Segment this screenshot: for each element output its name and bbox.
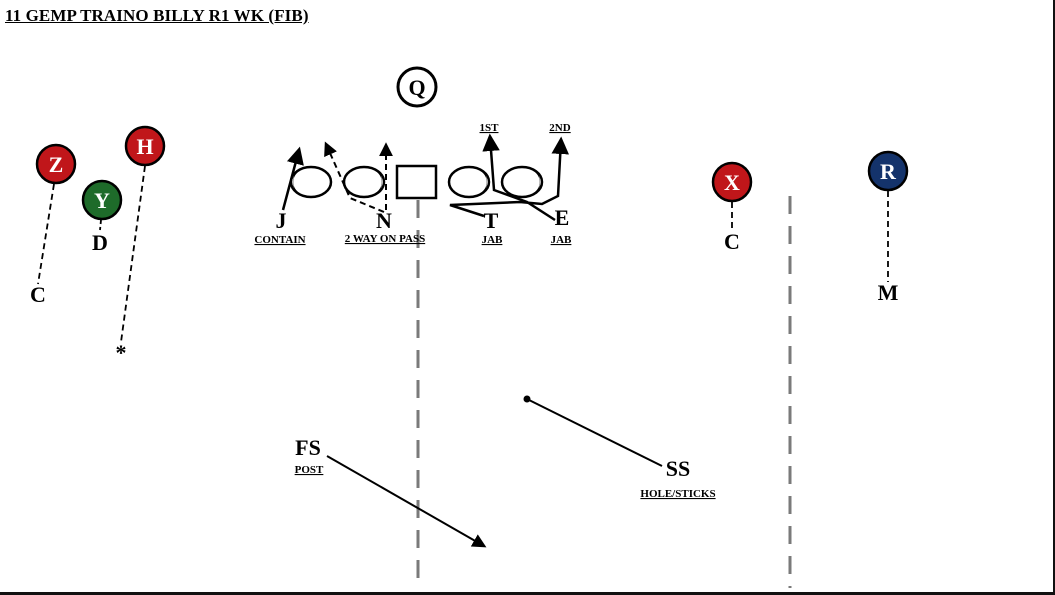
right-tackle bbox=[500, 165, 544, 199]
left-tackle bbox=[289, 165, 333, 199]
t-route bbox=[449, 136, 569, 218]
n-route-left bbox=[324, 141, 385, 213]
e-second-label: 2ND bbox=[549, 122, 570, 134]
receiver-x-label: X bbox=[724, 170, 740, 195]
fs-assignment: POST bbox=[295, 464, 324, 476]
x-defender-label: C bbox=[724, 229, 740, 254]
j-route bbox=[281, 146, 304, 211]
fs-label: FS bbox=[295, 435, 321, 460]
z-coverage-line bbox=[37, 183, 55, 285]
receiver-y: Y bbox=[81, 179, 123, 221]
receiver-y-label: Y bbox=[94, 188, 110, 213]
z-defender-label: C bbox=[30, 282, 46, 307]
offensive-line bbox=[289, 165, 544, 199]
e-label: E bbox=[555, 205, 570, 230]
e-first-label: 1ST bbox=[480, 122, 500, 134]
fs-route bbox=[326, 455, 487, 548]
j-assignment: CONTAIN bbox=[254, 234, 305, 246]
y-defender-label: D bbox=[92, 230, 108, 255]
j-label: J bbox=[276, 208, 287, 233]
ss-label: SS bbox=[666, 456, 690, 481]
e-route bbox=[482, 133, 556, 222]
t-assignment: JAB bbox=[482, 234, 503, 246]
center-box bbox=[395, 164, 438, 200]
receiver-x: X bbox=[711, 161, 753, 203]
ss-route bbox=[526, 398, 663, 467]
h-defender-label: * bbox=[116, 340, 127, 365]
quarterback-label: Q bbox=[408, 75, 425, 100]
receiver-z-label: Z bbox=[49, 152, 64, 177]
r-defender-label: M bbox=[878, 280, 899, 305]
n-assignment: 2 WAY ON PASS bbox=[345, 233, 425, 245]
ss-landmark-dot bbox=[523, 395, 531, 403]
n-label: N bbox=[376, 208, 392, 233]
receiver-r-label: R bbox=[880, 159, 897, 184]
h-coverage-line bbox=[120, 165, 146, 343]
left-guard bbox=[342, 165, 386, 199]
y-coverage-line bbox=[99, 219, 102, 231]
t-label: T bbox=[484, 208, 499, 233]
e-assignment: JAB bbox=[551, 234, 572, 246]
receiver-h: H bbox=[124, 125, 166, 167]
receiver-z: Z bbox=[35, 143, 77, 185]
quarterback: Q bbox=[396, 66, 438, 108]
receiver-h-label: H bbox=[136, 134, 153, 159]
quarterback-circle bbox=[396, 66, 438, 108]
ss-assignment: HOLE/STICKS bbox=[640, 488, 715, 500]
page-title: 11 GEMP TRAINO BILLY R1 WK (FIB) bbox=[5, 6, 309, 25]
receiver-r: R bbox=[867, 150, 909, 192]
right-guard bbox=[447, 165, 491, 199]
